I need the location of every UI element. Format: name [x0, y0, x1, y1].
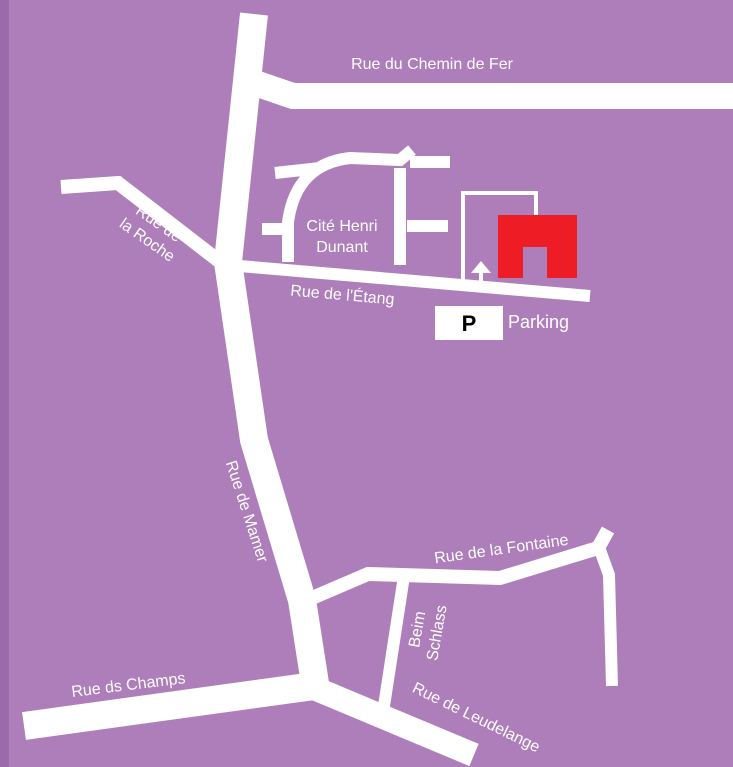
road-leudelange [309, 676, 479, 767]
label-beim-schlass-2: Schlass [424, 604, 450, 662]
parking-symbol: P [462, 311, 477, 336]
road-chemin-de-fer [247, 69, 733, 109]
road-mamer [213, 12, 330, 693]
road-etang [227, 259, 591, 302]
label-cite-henri-dunant-2: Dunant [316, 239, 368, 256]
building-marker-icon[interactable] [498, 215, 577, 278]
road-fontaine-spur [594, 547, 618, 687]
road-champs [22, 672, 316, 740]
map-edge-strip [0, 0, 9, 767]
road-beim-schlass [378, 575, 410, 707]
road-access-lane [461, 191, 538, 280]
road-fontaine [309, 526, 615, 605]
road-roche [60, 175, 233, 274]
road-cite-henri-dunant [262, 145, 450, 265]
label-rue-de-l-etang: Rue de l'Étang [290, 281, 396, 309]
label-beim-schlass-1: Beim [406, 610, 429, 649]
parking-sign-box[interactable] [435, 306, 503, 340]
label-rue-du-chemin-de-fer: Rue du Chemin de Fer [351, 56, 514, 73]
arrow-up-icon [471, 261, 491, 286]
label-cite-henri-dunant-1: Cité Henri [306, 218, 377, 235]
label-parking: Parking [508, 312, 569, 332]
